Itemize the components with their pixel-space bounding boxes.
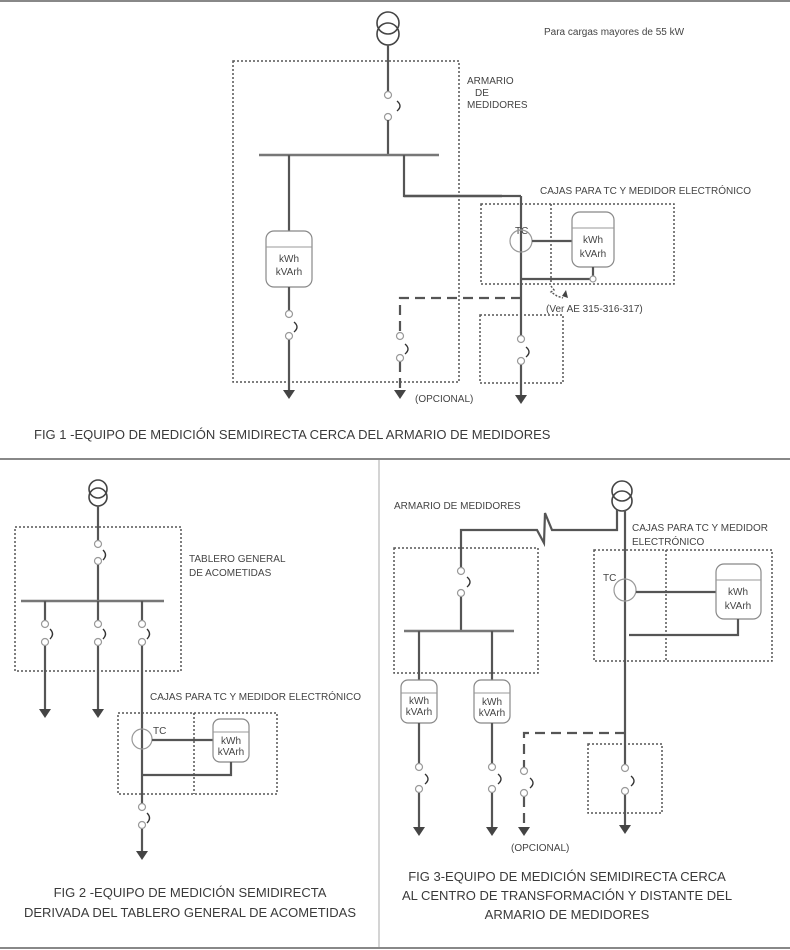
meter-cabinet-box [393,547,539,674]
breaker-icon [456,566,471,598]
tc-boxes-label-line2: ELECTRÓNICO [632,535,704,548]
fig3-caption-line3: ARMARIO DE MEDIDORES [485,907,650,922]
breaker-icon [93,619,107,647]
meter-kwh-label: kWh [728,587,748,598]
load-note: Para cargas mayores de 55 kW [544,27,685,38]
breaker-icon [487,762,502,794]
meter-kvarh-label: kVArh [580,249,607,260]
fig1-caption: FIG 1 -EQUIPO DE MEDICIÓN SEMIDIRECTA CE… [34,427,551,442]
load-arrow-icon [518,827,530,836]
tc-boxes-label: CAJAS PARA TC Y MEDIDOR ELECTRÓNICO [150,690,361,703]
meter-kvarh-label: kVArh [276,267,303,278]
fig3: ARMARIO DE MEDIDORES kWh kVArh kWh kVArh [393,480,773,922]
fig2-caption-line2: DERIVADA DEL TABLERO GENERAL DE ACOMETID… [24,905,356,920]
breaker-icon [395,331,409,363]
transformer-icon [376,11,400,46]
optional-label: (OPCIONAL) [415,394,473,405]
reference-arrow-icon [562,290,568,298]
meter-kwh-label: kWh [409,696,429,707]
fig3-caption-line2: AL CENTRO DE TRANSFORMACIÓN Y DISTANTE D… [402,888,732,903]
breaker-icon [137,802,151,830]
fig1: kWh kVArh TC CAJAS PARA TC Y MEDIDOR ELE… [34,11,751,442]
meter-kwh-label: kWh [583,235,603,246]
meter-kvarh-label: kVArh [406,707,433,718]
transformer-icon [611,480,633,512]
breaker-icon [137,619,151,647]
board-label-line1: TABLERO GENERAL [189,554,286,565]
transformer-icon [88,479,108,507]
tc-label: TC [153,726,166,737]
load-arrow-icon [136,851,148,860]
meter-icon [400,679,438,724]
tc-box [593,549,773,662]
cabinet-label-line1: ARMARIO [467,76,514,87]
breaker-icon [620,763,635,796]
meter-kvarh-label: kVArh [479,708,506,719]
cabinet-label-line2: DE [475,88,489,99]
tc-box [480,203,675,285]
load-arrow-icon [515,395,527,404]
reference-label: (Ver AE 315-316-317) [546,304,643,315]
load-arrow-icon [413,827,425,836]
fig3-caption-line1: FIG 3-EQUIPO DE MEDICIÓN SEMIDIRECTA CER… [408,869,726,884]
breaker-icon [40,619,54,647]
board-label-line2: DE ACOMETIDAS [189,568,272,579]
cabinet-label-line3: MEDIDORES [467,100,528,111]
breaker-icon [519,766,534,798]
meter-kwh-label: kWh [482,697,502,708]
breaker-icon [93,539,107,566]
current-transformer-icon [613,578,637,602]
breaker-icon [383,90,401,122]
meter-kvarh-label: kVArh [725,601,752,612]
load-arrow-icon [394,390,406,399]
breaker-icon [516,334,530,366]
meter-kwh-label: kWh [279,254,299,265]
fig2-caption-line1: FIG 2 -EQUIPO DE MEDICIÓN SEMIDIRECTA [54,885,327,900]
load-arrow-icon [486,827,498,836]
meter-kwh-label: kWh [221,736,241,747]
breaker-icon [414,762,429,794]
tc-label: TC [515,226,528,237]
fig2: TABLERO GENERAL DE ACOMETIDAS CAJAS PARA… [14,479,361,920]
load-arrow-icon [619,825,631,834]
load-arrow-icon [92,709,104,718]
breaker-icon [284,309,298,341]
optional-label: (OPCIONAL) [511,843,569,854]
tc-boxes-label-line1: CAJAS PARA TC Y MEDIDOR [632,523,768,534]
meter-cabinet-box [232,60,460,383]
load-arrow-icon [39,709,51,718]
load-arrow-icon [283,390,295,399]
tc-label: TC [603,573,616,584]
cabinet-label: ARMARIO DE MEDIDORES [394,501,521,512]
meter-kvarh-label: kVArh [218,747,245,758]
tc-boxes-label: CAJAS PARA TC Y MEDIDOR ELECTRÓNICO [540,184,751,197]
